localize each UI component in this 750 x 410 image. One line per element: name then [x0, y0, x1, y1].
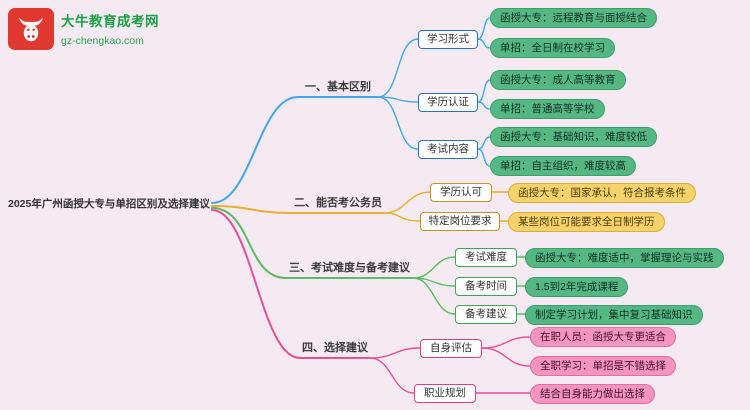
leaf-node[interactable]: 制定学习计划，集中复习基础知识: [525, 305, 703, 325]
sub-node-exam-difficulty[interactable]: 考试难度: [455, 248, 517, 267]
sub-node-prep-advice[interactable]: 备考建议: [455, 305, 517, 324]
logo-text: 大牛教育成考网 gz-chengkao.com: [61, 8, 159, 48]
root-node[interactable]: 2025年广州函授大专与单招区别及选择建议: [8, 198, 210, 210]
leaf-node[interactable]: 单招：普通高等学校: [490, 99, 605, 119]
branch-node-exam-difficulty[interactable]: 三、考试难度与备考建议: [286, 261, 413, 279]
leaf-node[interactable]: 函授大专：基础知识，难度较低: [490, 127, 657, 147]
site-logo: 大牛教育成考网 gz-chengkao.com: [8, 8, 159, 50]
leaf-node[interactable]: 函授大专：难度适中，掌握理论与实践: [525, 248, 724, 268]
bull-logo-icon: [8, 8, 54, 50]
leaf-node[interactable]: 函授大专：国家承认，符合报考条件: [508, 183, 696, 203]
leaf-node[interactable]: 在职人员：函授大专更适合: [530, 327, 676, 347]
branch-node-basic-differences[interactable]: 一、基本区别: [298, 80, 378, 98]
leaf-node[interactable]: 某些岗位可能要求全日制学历: [508, 212, 665, 232]
sub-node-position-requirements[interactable]: 特定岗位要求: [420, 212, 500, 231]
sub-node-credential[interactable]: 学历认证: [418, 93, 478, 112]
branch-node-civil-service[interactable]: 二、能否考公务员: [292, 196, 384, 214]
leaf-node[interactable]: 单招：自主组织，难度较高: [490, 156, 636, 176]
branch4-connectors: [211, 209, 531, 394]
leaf-node[interactable]: 结合自身能力做出选择: [530, 384, 655, 404]
sub-node-career-planning[interactable]: 职业规划: [414, 384, 476, 403]
sub-node-exam-content[interactable]: 考试内容: [418, 140, 478, 159]
site-url: gz-chengkao.com: [61, 35, 144, 47]
leaf-node[interactable]: 函授大专：成人高等教育: [490, 70, 626, 90]
leaf-node[interactable]: 单招：全日制在校学习: [490, 38, 615, 58]
branch-node-selection-advice[interactable]: 四、选择建议: [300, 341, 370, 359]
site-name: 大牛教育成考网: [61, 14, 159, 29]
leaf-node[interactable]: 全职学习：单招是不错选择: [530, 356, 676, 376]
leaf-node[interactable]: 1.5到2年完成课程: [525, 277, 629, 297]
sub-node-credential-recognition[interactable]: 学历认可: [430, 183, 492, 202]
leaf-node[interactable]: 函授大专：远程教育与面授结合: [490, 8, 657, 28]
sub-node-self-assessment[interactable]: 自身评估: [420, 339, 482, 358]
sub-node-prep-time[interactable]: 备考时间: [455, 277, 517, 296]
sub-node-learning-format[interactable]: 学习形式: [418, 30, 478, 49]
